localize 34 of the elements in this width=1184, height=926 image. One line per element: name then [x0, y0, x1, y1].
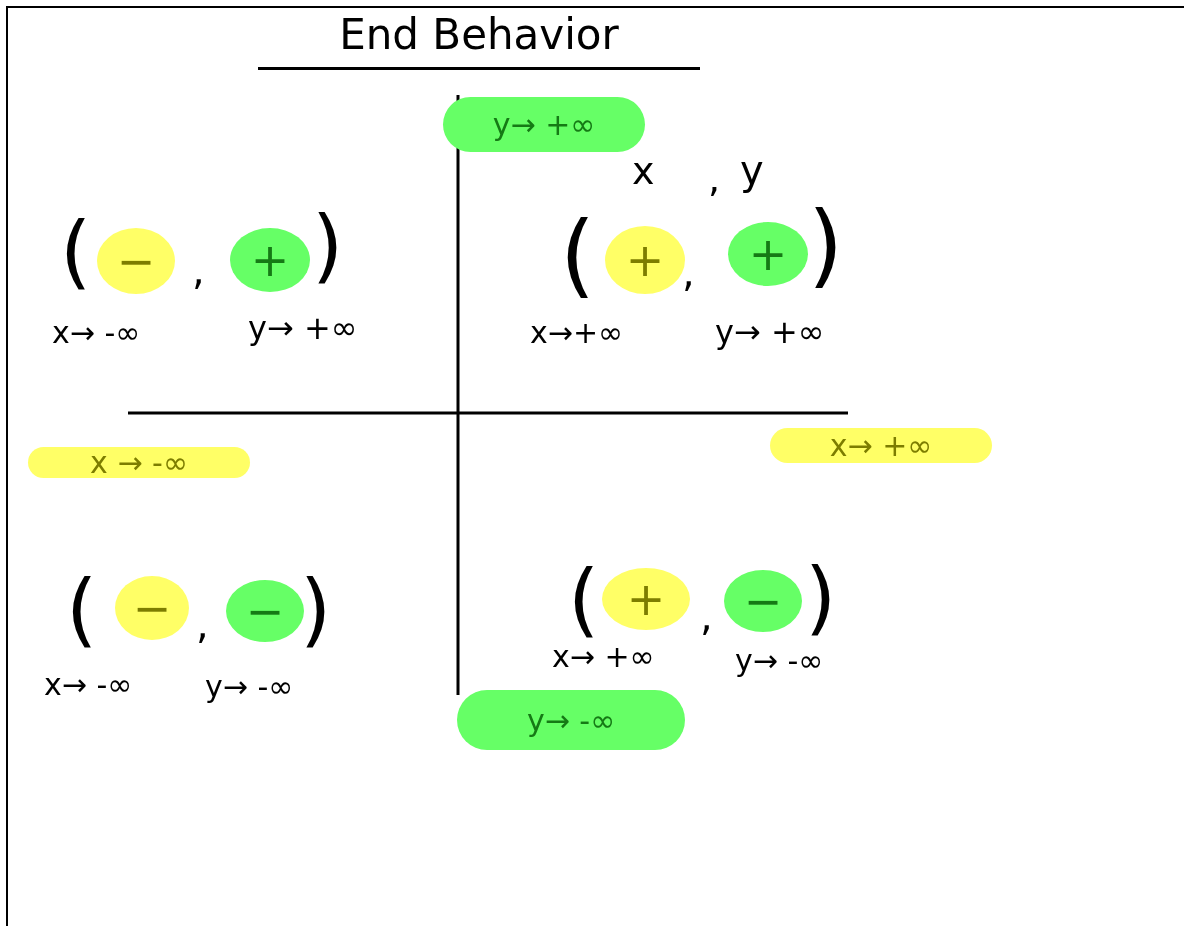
handwritten-label: x [632, 152, 655, 190]
sign-highlight: + [602, 568, 690, 630]
title: End Behavior [258, 10, 700, 70]
handwritten-label: ( [560, 210, 596, 300]
sign-highlight: + [605, 226, 685, 294]
handwritten-label: y→ -∞ [735, 646, 824, 676]
handwritten-label: , [700, 596, 713, 636]
highlighted-limit: x→ +∞ [770, 428, 992, 463]
handwritten-label: x→ -∞ [52, 318, 141, 348]
handwritten-label: , [192, 250, 205, 290]
handwritten-label: x→ -∞ [44, 670, 133, 700]
handwritten-label: ) [805, 558, 837, 638]
handwritten-label: y→ +∞ [715, 316, 825, 348]
handwritten-label: y→ -∞ [205, 672, 294, 702]
sign-highlight: − [115, 576, 189, 640]
handwritten-label: y→ +∞ [248, 312, 358, 344]
handwritten-label: ( [568, 560, 600, 640]
handwritten-label: , [682, 252, 695, 292]
highlighted-limit: y→ -∞ [457, 690, 685, 750]
sign-highlight: − [226, 580, 304, 642]
sign-highlight: + [728, 222, 808, 286]
handwritten-label: ) [312, 206, 344, 286]
handwritten-label: ( [60, 212, 92, 292]
handwritten-label: , [196, 604, 209, 644]
sign-highlight: − [97, 228, 175, 294]
handwritten-label: , [708, 160, 721, 198]
handwritten-label: ( [66, 570, 98, 650]
handwritten-label: x→+∞ [530, 318, 624, 348]
handwritten-label: ) [808, 200, 844, 290]
sign-highlight: + [230, 228, 310, 292]
highlighted-limit: y→ +∞ [443, 97, 645, 152]
sign-highlight: − [724, 570, 802, 632]
highlighted-limit: x → -∞ [28, 447, 250, 478]
handwritten-label: x→ +∞ [552, 642, 655, 672]
